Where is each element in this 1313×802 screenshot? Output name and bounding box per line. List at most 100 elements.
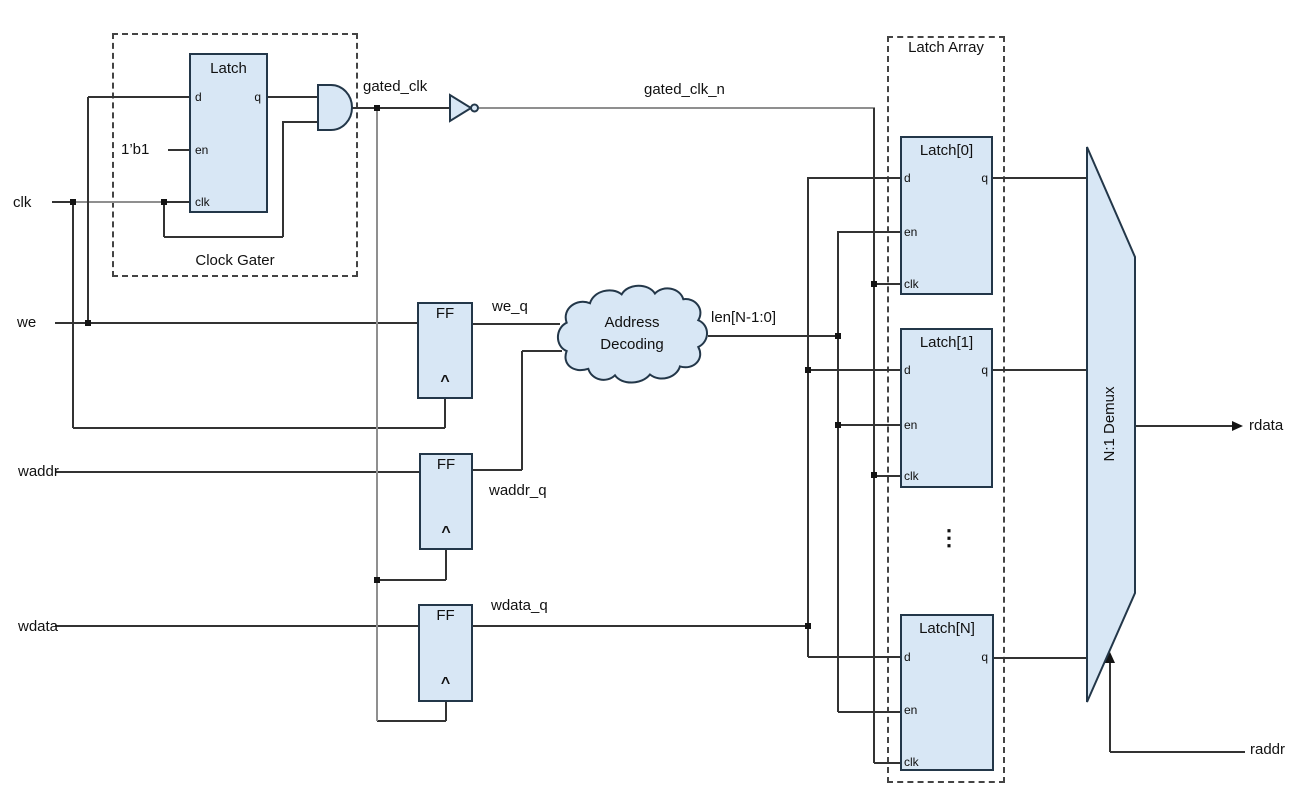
wire-gated-clk-n <box>479 107 875 109</box>
ff-wdata-block <box>418 604 473 702</box>
cg-latch-port-q: q <box>254 90 261 104</box>
latch-array-title: Latch Array <box>908 39 984 56</box>
wire-latch1-q <box>992 369 1087 371</box>
ff-wdata-clock-wedge: ^ <box>440 675 451 692</box>
wire-latchN-q <box>993 657 1087 659</box>
gated-clk-label: gated_clk <box>363 78 428 95</box>
address-decoding-line2: Decoding <box>600 336 664 353</box>
wire-clk-down <box>72 202 74 428</box>
raddr-label: raddr <box>1250 741 1286 758</box>
ff-we-clock-wedge: ^ <box>440 373 450 390</box>
junction-clk-latch <box>161 199 167 205</box>
wire-latch0-d <box>808 177 900 179</box>
latch1-port-en: en <box>904 418 918 432</box>
wire-ff2-clk-h <box>377 579 446 581</box>
latch-array-box <box>887 36 1005 783</box>
latch0-port-clk: clk <box>904 277 919 291</box>
wdata-label: wdata <box>18 618 59 635</box>
latchN-port-en: en <box>904 703 918 717</box>
latch1-port-q: q <box>981 363 988 377</box>
latch1-port-clk: clk <box>904 469 919 483</box>
wire-len <box>708 335 838 337</box>
latch0-port-d: d <box>904 171 911 185</box>
gated-clk-n-label: gated_clk_n <box>644 81 725 98</box>
junction-wdata-q <box>805 623 811 629</box>
wire-ff1-clk-h <box>73 427 445 429</box>
wire-waddr-q-h1 <box>472 469 522 471</box>
wire-ff2-clk-v <box>445 549 447 580</box>
wire-latch0-q <box>992 177 1087 179</box>
len-label: len[N-1:0] <box>711 309 777 326</box>
latch1-port-d: d <box>904 363 911 377</box>
wire-waddr-q-v <box>521 351 523 470</box>
inverter-icon <box>449 93 473 123</box>
wire-latch1-en <box>838 424 900 426</box>
latchN-port-q: q <box>981 650 988 664</box>
wire-latchN-clk <box>874 762 900 764</box>
clock-gater-latch-block <box>189 53 268 213</box>
junction-ff2-clk <box>374 577 380 583</box>
wire-waddr-q-h2 <box>522 350 562 352</box>
wire-gated-clk <box>352 107 450 109</box>
junction-gated-clk <box>374 105 380 111</box>
wire-clk-feedback-h <box>164 236 283 238</box>
wire-latch1-clk <box>874 475 900 477</box>
junction-len <box>835 333 841 339</box>
latch0-port-en: en <box>904 225 918 239</box>
junction-latch1-clk <box>871 472 877 478</box>
wire-we-up <box>87 97 89 323</box>
ff-we-title: FF <box>435 305 455 322</box>
wire-latchN-en <box>838 711 900 713</box>
wire-ff3-clk-v <box>445 700 447 721</box>
ff-waddr-block <box>419 453 473 550</box>
wdata-q-label: wdata_q <box>491 597 548 614</box>
we-label: we <box>17 314 37 331</box>
wire-wdata-q <box>472 625 808 627</box>
wire-data-rail <box>807 177 809 657</box>
latch-array-ellipsis: ⋮ <box>938 525 960 550</box>
address-decoding-line1: Address <box>604 314 660 331</box>
inverter-bubble-icon <box>470 103 479 113</box>
junction-clk-branch <box>70 199 76 205</box>
wire-rdata <box>1135 425 1237 427</box>
wire-clk-rail <box>873 108 875 763</box>
address-decoding-cloud-icon <box>558 286 707 383</box>
wire-feedback-to-and <box>283 121 318 123</box>
ff-waddr-clock-wedge: ^ <box>441 524 451 541</box>
wire-clk-input <box>52 201 73 203</box>
latchN-port-clk: clk <box>904 755 919 769</box>
wire-clk-feedback-v1 <box>163 202 165 237</box>
wire-raddr-h <box>1110 751 1245 753</box>
clk-label: clk <box>13 194 32 211</box>
wire-ff3-clk-h <box>377 720 446 722</box>
ff-wdata-title: FF <box>436 607 455 624</box>
wire-wdata-input <box>55 625 418 627</box>
ff-we-block <box>417 302 473 399</box>
wire-clk-mid <box>73 201 164 203</box>
wire-const1-to-en <box>168 149 189 151</box>
wire-gated-clk-rail <box>376 108 378 721</box>
latch0-title: Latch[0] <box>919 142 974 159</box>
rdata-label: rdata <box>1249 417 1284 434</box>
waddr-q-label: waddr_q <box>489 482 547 499</box>
wire-raddr-v <box>1109 658 1111 752</box>
junction-we-branch <box>85 320 91 326</box>
cg-latch-port-en: en <box>195 143 209 157</box>
wire-we-to-latch-d <box>88 96 189 98</box>
const1-label: 1’b1 <box>121 141 150 158</box>
wire-we-input <box>55 322 417 324</box>
cg-latch-port-d: d <box>195 90 202 104</box>
ff-waddr-title: FF <box>436 456 456 473</box>
wire-latch0-clk <box>874 283 900 285</box>
junction-latch0-clk <box>871 281 877 287</box>
junction-latch1-en <box>835 422 841 428</box>
wire-latchN-d <box>808 656 900 658</box>
waddr-label: waddr <box>18 463 59 480</box>
latch0-port-q: q <box>981 171 988 185</box>
wire-enable-rail <box>837 231 839 712</box>
cg-latch-title: Latch <box>210 60 247 77</box>
wire-latchq-to-and <box>267 96 318 98</box>
wire-clk-to-latch <box>164 201 191 203</box>
clock-gater-title: Clock Gater <box>195 252 275 269</box>
